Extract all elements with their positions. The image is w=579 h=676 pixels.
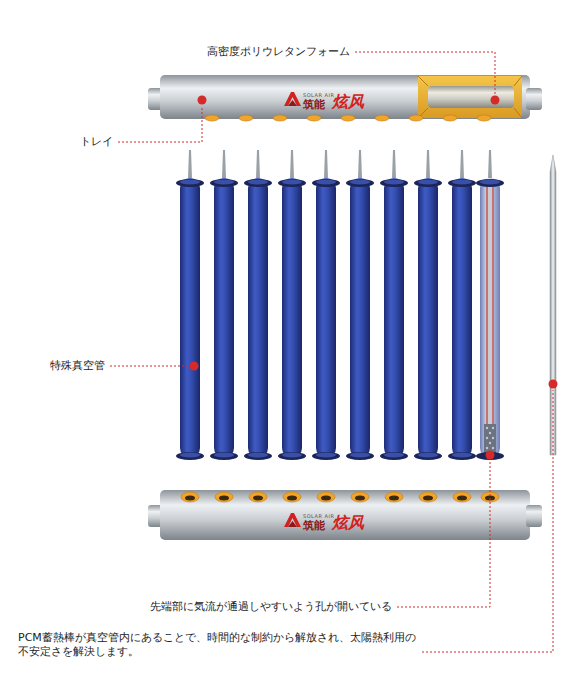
logo-text: 炫风 — [332, 514, 364, 532]
leader-line — [118, 106, 202, 142]
leader-line — [355, 52, 495, 94]
logo-text: SOLAR AIR — [303, 92, 334, 98]
leader-line — [422, 390, 553, 652]
logo-text: 筑能 — [303, 99, 325, 111]
leader-line — [397, 461, 490, 607]
part-label: 特殊真空管 — [50, 359, 105, 373]
part-label: 高密度ポリウレタンフォーム — [207, 45, 350, 59]
part-label: トレイ — [80, 135, 113, 149]
note-label: PCM蓄熱棒が真空管内にあることで、時間的な制約から解放され、太陽熱利用の不安定… — [18, 631, 416, 659]
logo-text: 筑能 — [303, 520, 325, 532]
logo-text: 炫风 — [332, 93, 364, 111]
logo-text: SOLAR AIR — [303, 513, 334, 519]
note-label: 先端部に気流が通過しやすいよう孔が開いている — [150, 600, 392, 614]
leader-line — [110, 366, 188, 367]
